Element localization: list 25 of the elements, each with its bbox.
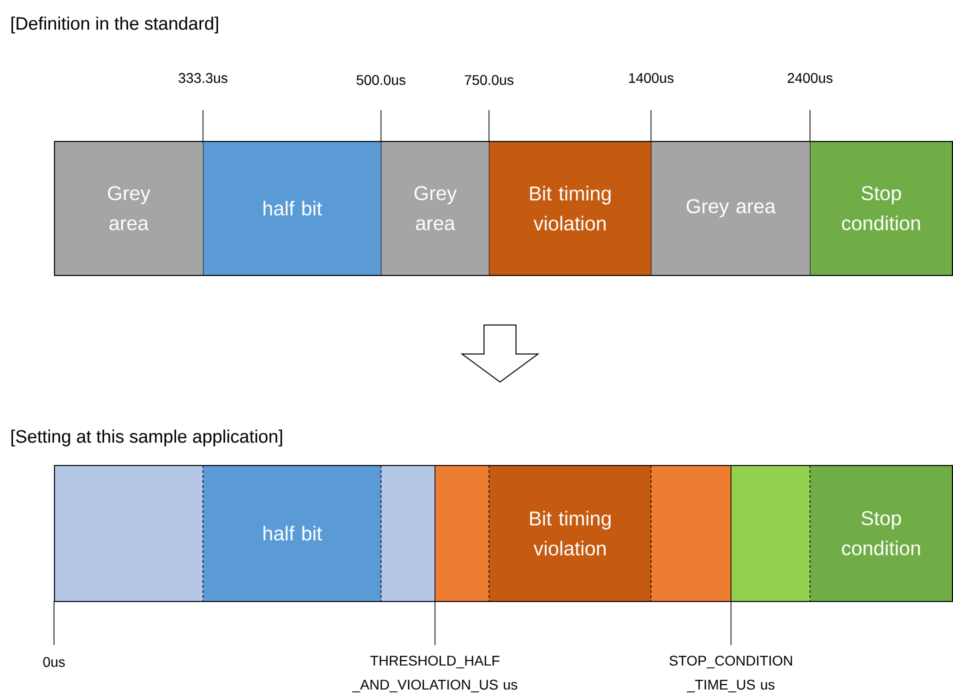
- timing-segment: Grey area: [651, 141, 810, 276]
- tick-label: 333.3us: [178, 73, 228, 83]
- timing-segment: Bit timing violation: [489, 465, 652, 602]
- timing-segment: Stop condition: [810, 141, 952, 276]
- timing-segment: half bit: [203, 141, 382, 276]
- timing-segment: Grey area: [381, 141, 490, 276]
- timing-segment: Stop condition: [810, 465, 952, 602]
- empty-segment: [651, 465, 732, 602]
- empty-segment: [731, 465, 810, 602]
- tick-label: 2400us: [788, 73, 832, 83]
- tick-label: 0us: [43, 657, 65, 667]
- empty-segment: [381, 465, 436, 602]
- timing-bar: [54, 141, 953, 276]
- timing-bar: [54, 465, 953, 602]
- section-heading: [Definition in the standard]: [12, 16, 218, 34]
- tick-label: STOP_CONDITION _TIME_US us: [670, 656, 792, 692]
- tick-label: 750.0us: [464, 75, 514, 85]
- tick-label: 1400us: [629, 73, 674, 83]
- timing-segment: half bit: [203, 465, 382, 602]
- section-heading: [Setting at this sample application]: [12, 430, 282, 446]
- tick-label: THRESHOLD_HALF _AND_VIOLATION_US us: [352, 656, 518, 692]
- empty-segment: [435, 465, 490, 602]
- timing-segment: Bit timing violation: [489, 141, 652, 276]
- timing-segment: Grey area: [54, 141, 204, 276]
- tick-label: 500.0us: [356, 75, 406, 85]
